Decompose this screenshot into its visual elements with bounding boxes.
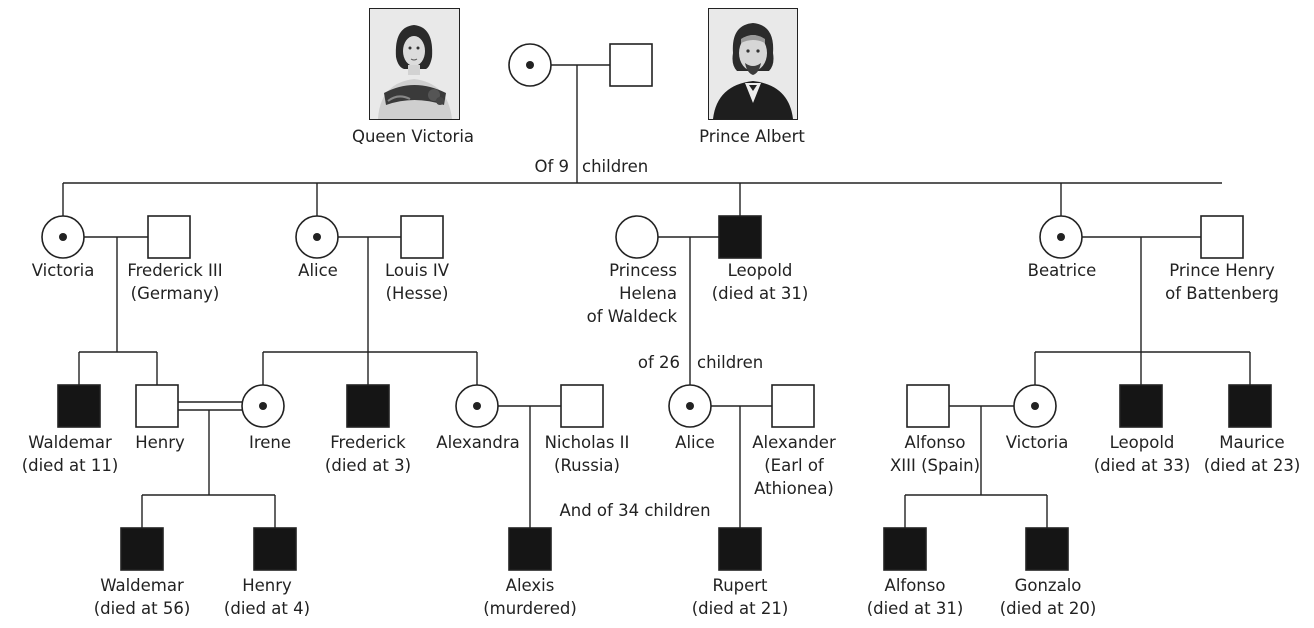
label-queen-victoria: Queen Victoria [351, 127, 475, 146]
label-maurice: Maurice(died at 23) [1203, 433, 1301, 475]
label-rupert: Rupert(died at 21) [691, 576, 789, 618]
pedigree-symbol-frederick [346, 384, 390, 428]
sibship-note-leopold-count: of 26 [637, 353, 680, 372]
sibship-note-leopold-children: children [697, 353, 764, 372]
label-prince-albert: Prince Albert [699, 127, 805, 146]
pedigree-symbol-alfonso [883, 527, 927, 571]
label-henry: Henry [135, 433, 185, 452]
pedigree-symbol-irene [241, 384, 285, 428]
pedigree-symbol-frederick-iii [147, 215, 191, 259]
label-irene: Irene [248, 433, 292, 452]
pedigree-symbol-rupert [718, 527, 762, 571]
pedigree-symbol-alice-2 [668, 384, 712, 428]
pedigree-symbol-victoria [508, 43, 552, 87]
label-victoria-3: Victoria [1005, 433, 1069, 452]
pedigree-symbol-henry-2 [253, 527, 297, 571]
pedigree-symbol-henry-battenberg [1200, 215, 1244, 259]
label-frederick-iii: Frederick III(Germany) [127, 261, 223, 303]
pedigree-symbol-helena [615, 215, 659, 259]
sibship-note-gen4: And of 34 children [559, 501, 711, 520]
pedigree-symbol-alexis [508, 527, 552, 571]
pedigree-symbol-henry [135, 384, 179, 428]
pedigree-symbol-nicholas-ii [560, 384, 604, 428]
sibship-note-gen2-count: Of 9 [534, 157, 569, 176]
label-leopold-2: Leopold(died at 33) [1093, 433, 1191, 475]
label-alice-2: Alice [675, 433, 715, 452]
label-victoria-jr: Victoria [31, 261, 95, 280]
pedigree-symbol-alice [295, 215, 339, 259]
label-henry-2: Henry(died at 4) [223, 576, 311, 618]
pedigree-symbol-waldemar-2 [120, 527, 164, 571]
label-gonzalo: Gonzalo(died at 20) [999, 576, 1097, 618]
pedigree-symbol-alexandra [455, 384, 499, 428]
label-nicholas-ii: Nicholas II(Russia) [544, 433, 630, 475]
label-alice: Alice [298, 261, 338, 280]
pedigree-symbol-louis-iv [400, 215, 444, 259]
prince-albert-portrait [708, 8, 798, 120]
pedigree-symbol-leopold [718, 215, 762, 259]
label-waldemar-2: Waldemar(died at 56) [93, 576, 191, 618]
label-alexis: Alexis(murdered) [483, 576, 577, 618]
pedigree-symbol-alexander [771, 384, 815, 428]
pedigree-symbol-victoria-3 [1013, 384, 1057, 428]
pedigree-symbol-albert [609, 43, 653, 87]
label-louis-iv: Louis IV(Hesse) [384, 261, 450, 303]
label-alfonso: Alfonso(died at 31) [866, 576, 964, 618]
queen-victoria-portrait [369, 8, 460, 120]
label-waldemar: Waldemar(died at 11) [21, 433, 119, 475]
sibship-note-gen2-children: children [582, 157, 649, 176]
pedigree-symbol-beatrice [1039, 215, 1083, 259]
pedigree-symbol-maurice [1228, 384, 1272, 428]
pedigree-symbol-gonzalo [1025, 527, 1069, 571]
pedigree-symbol-leopold-2 [1119, 384, 1163, 428]
pedigree-symbol-victoria-jr [41, 215, 85, 259]
label-alexandra: Alexandra [436, 433, 520, 452]
pedigree-symbol-alfonso-xiii [906, 384, 950, 428]
label-beatrice: Beatrice [1027, 261, 1097, 280]
label-leopold: Leopold(died at 31) [711, 261, 809, 303]
pedigree-symbol-waldemar [57, 384, 101, 428]
label-frederick: Frederick(died at 3) [324, 433, 412, 475]
